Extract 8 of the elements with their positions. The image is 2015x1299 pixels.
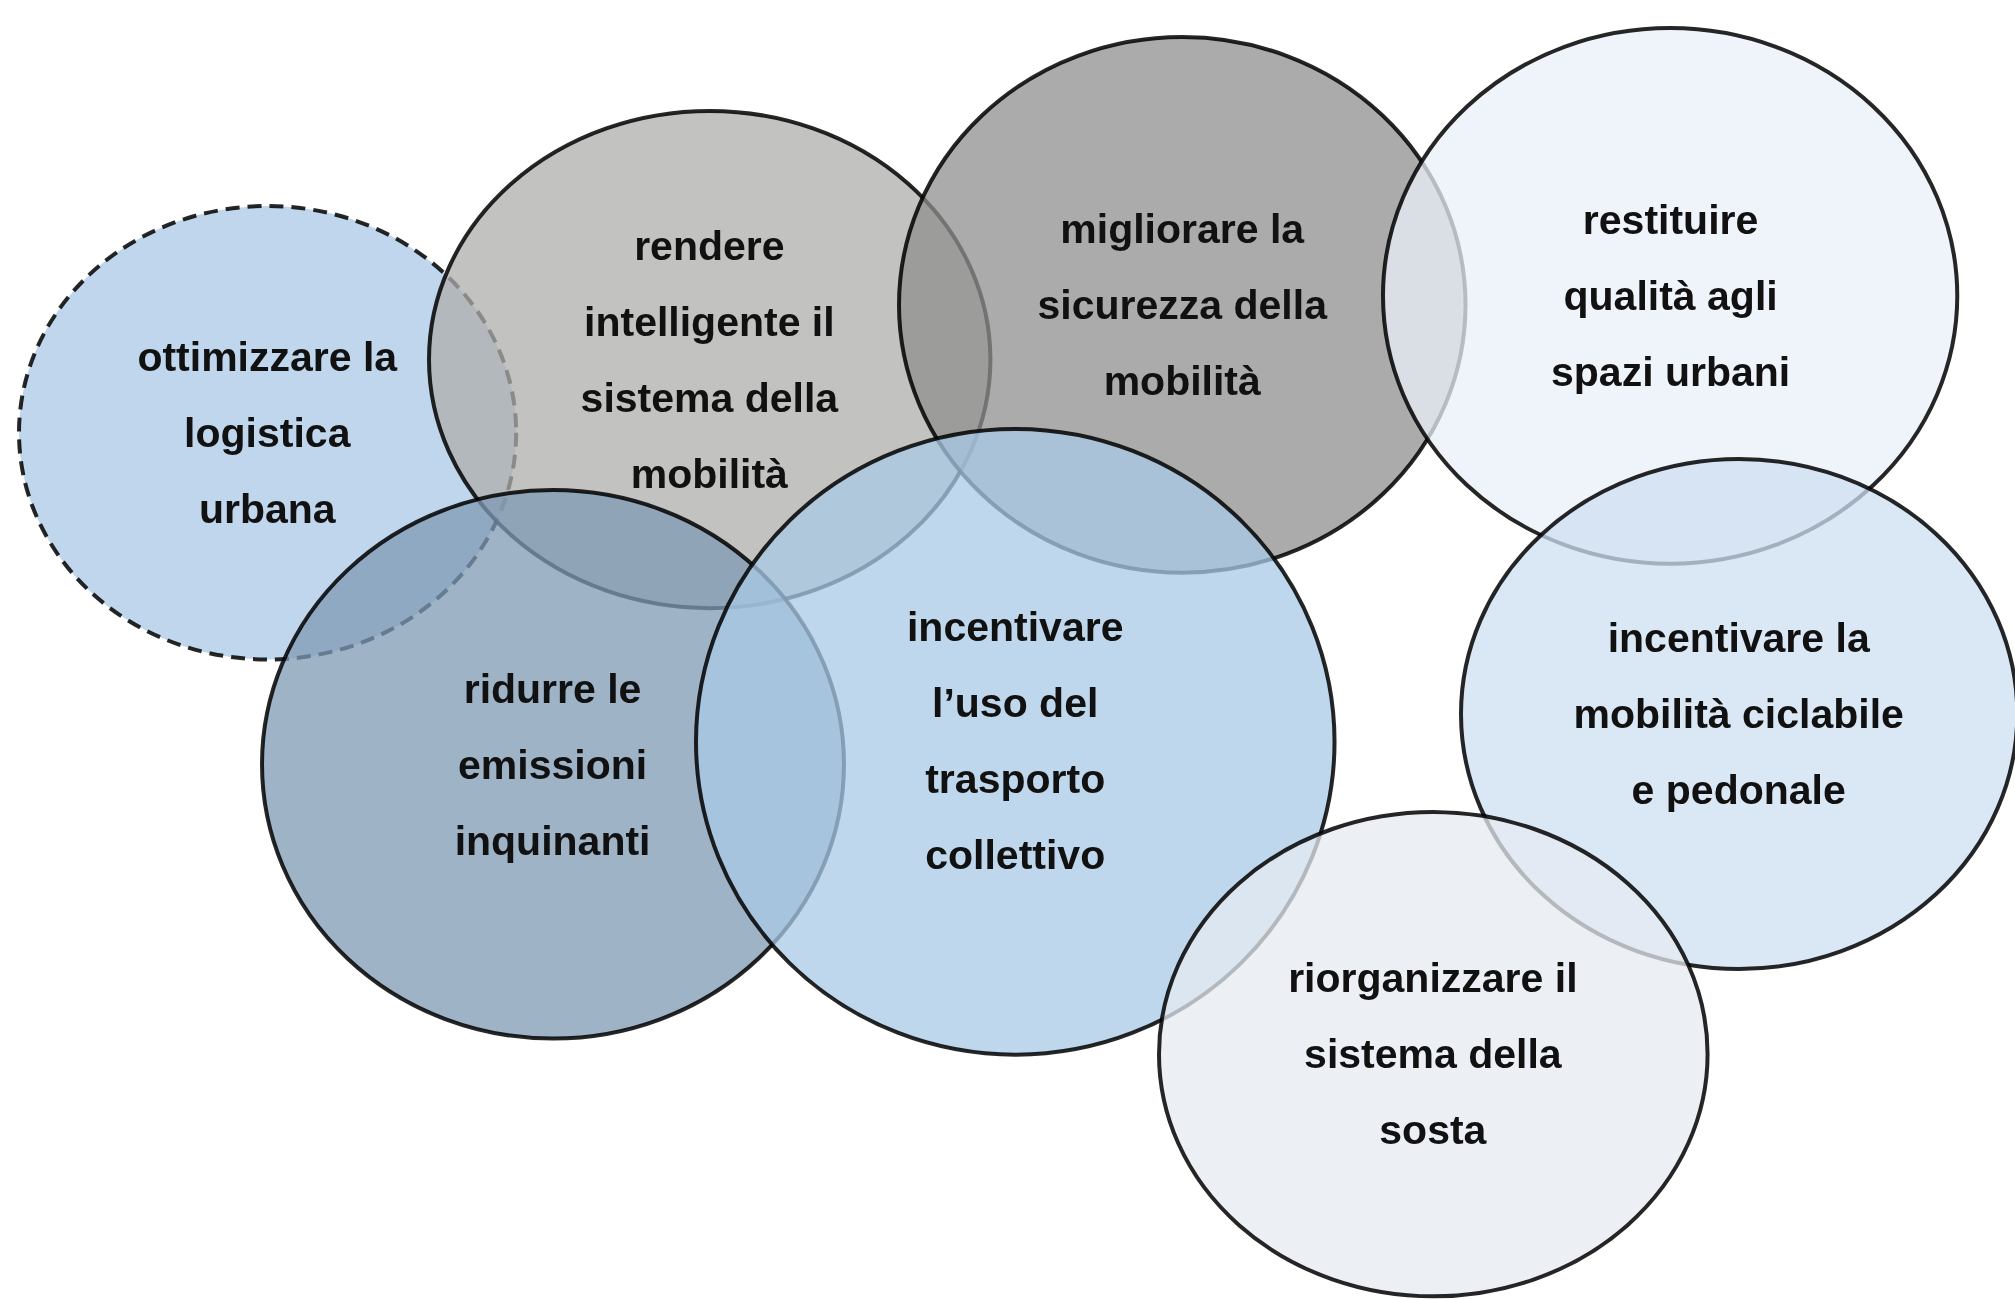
goal-label: migliorare la sicurezza della mobilità bbox=[1036, 204, 1329, 406]
goal-label: incentivare la mobilità ciclabile e pedonale bbox=[1572, 614, 1905, 816]
goal-label: ottimizzare la logistica urbana bbox=[136, 333, 399, 535]
goal-label: incentivare l’uso del trasporto collettivo bbox=[905, 603, 1125, 881]
goal-label: rendere intelligente il sistema della mobilità bbox=[579, 221, 840, 499]
goal-label: restituire qualità agli spazi urbani bbox=[1550, 195, 1792, 397]
goal-label: riorganizzare il sistema della sosta bbox=[1287, 953, 1579, 1155]
goal-label: ridurre le emissioni inquinanti bbox=[453, 664, 652, 866]
